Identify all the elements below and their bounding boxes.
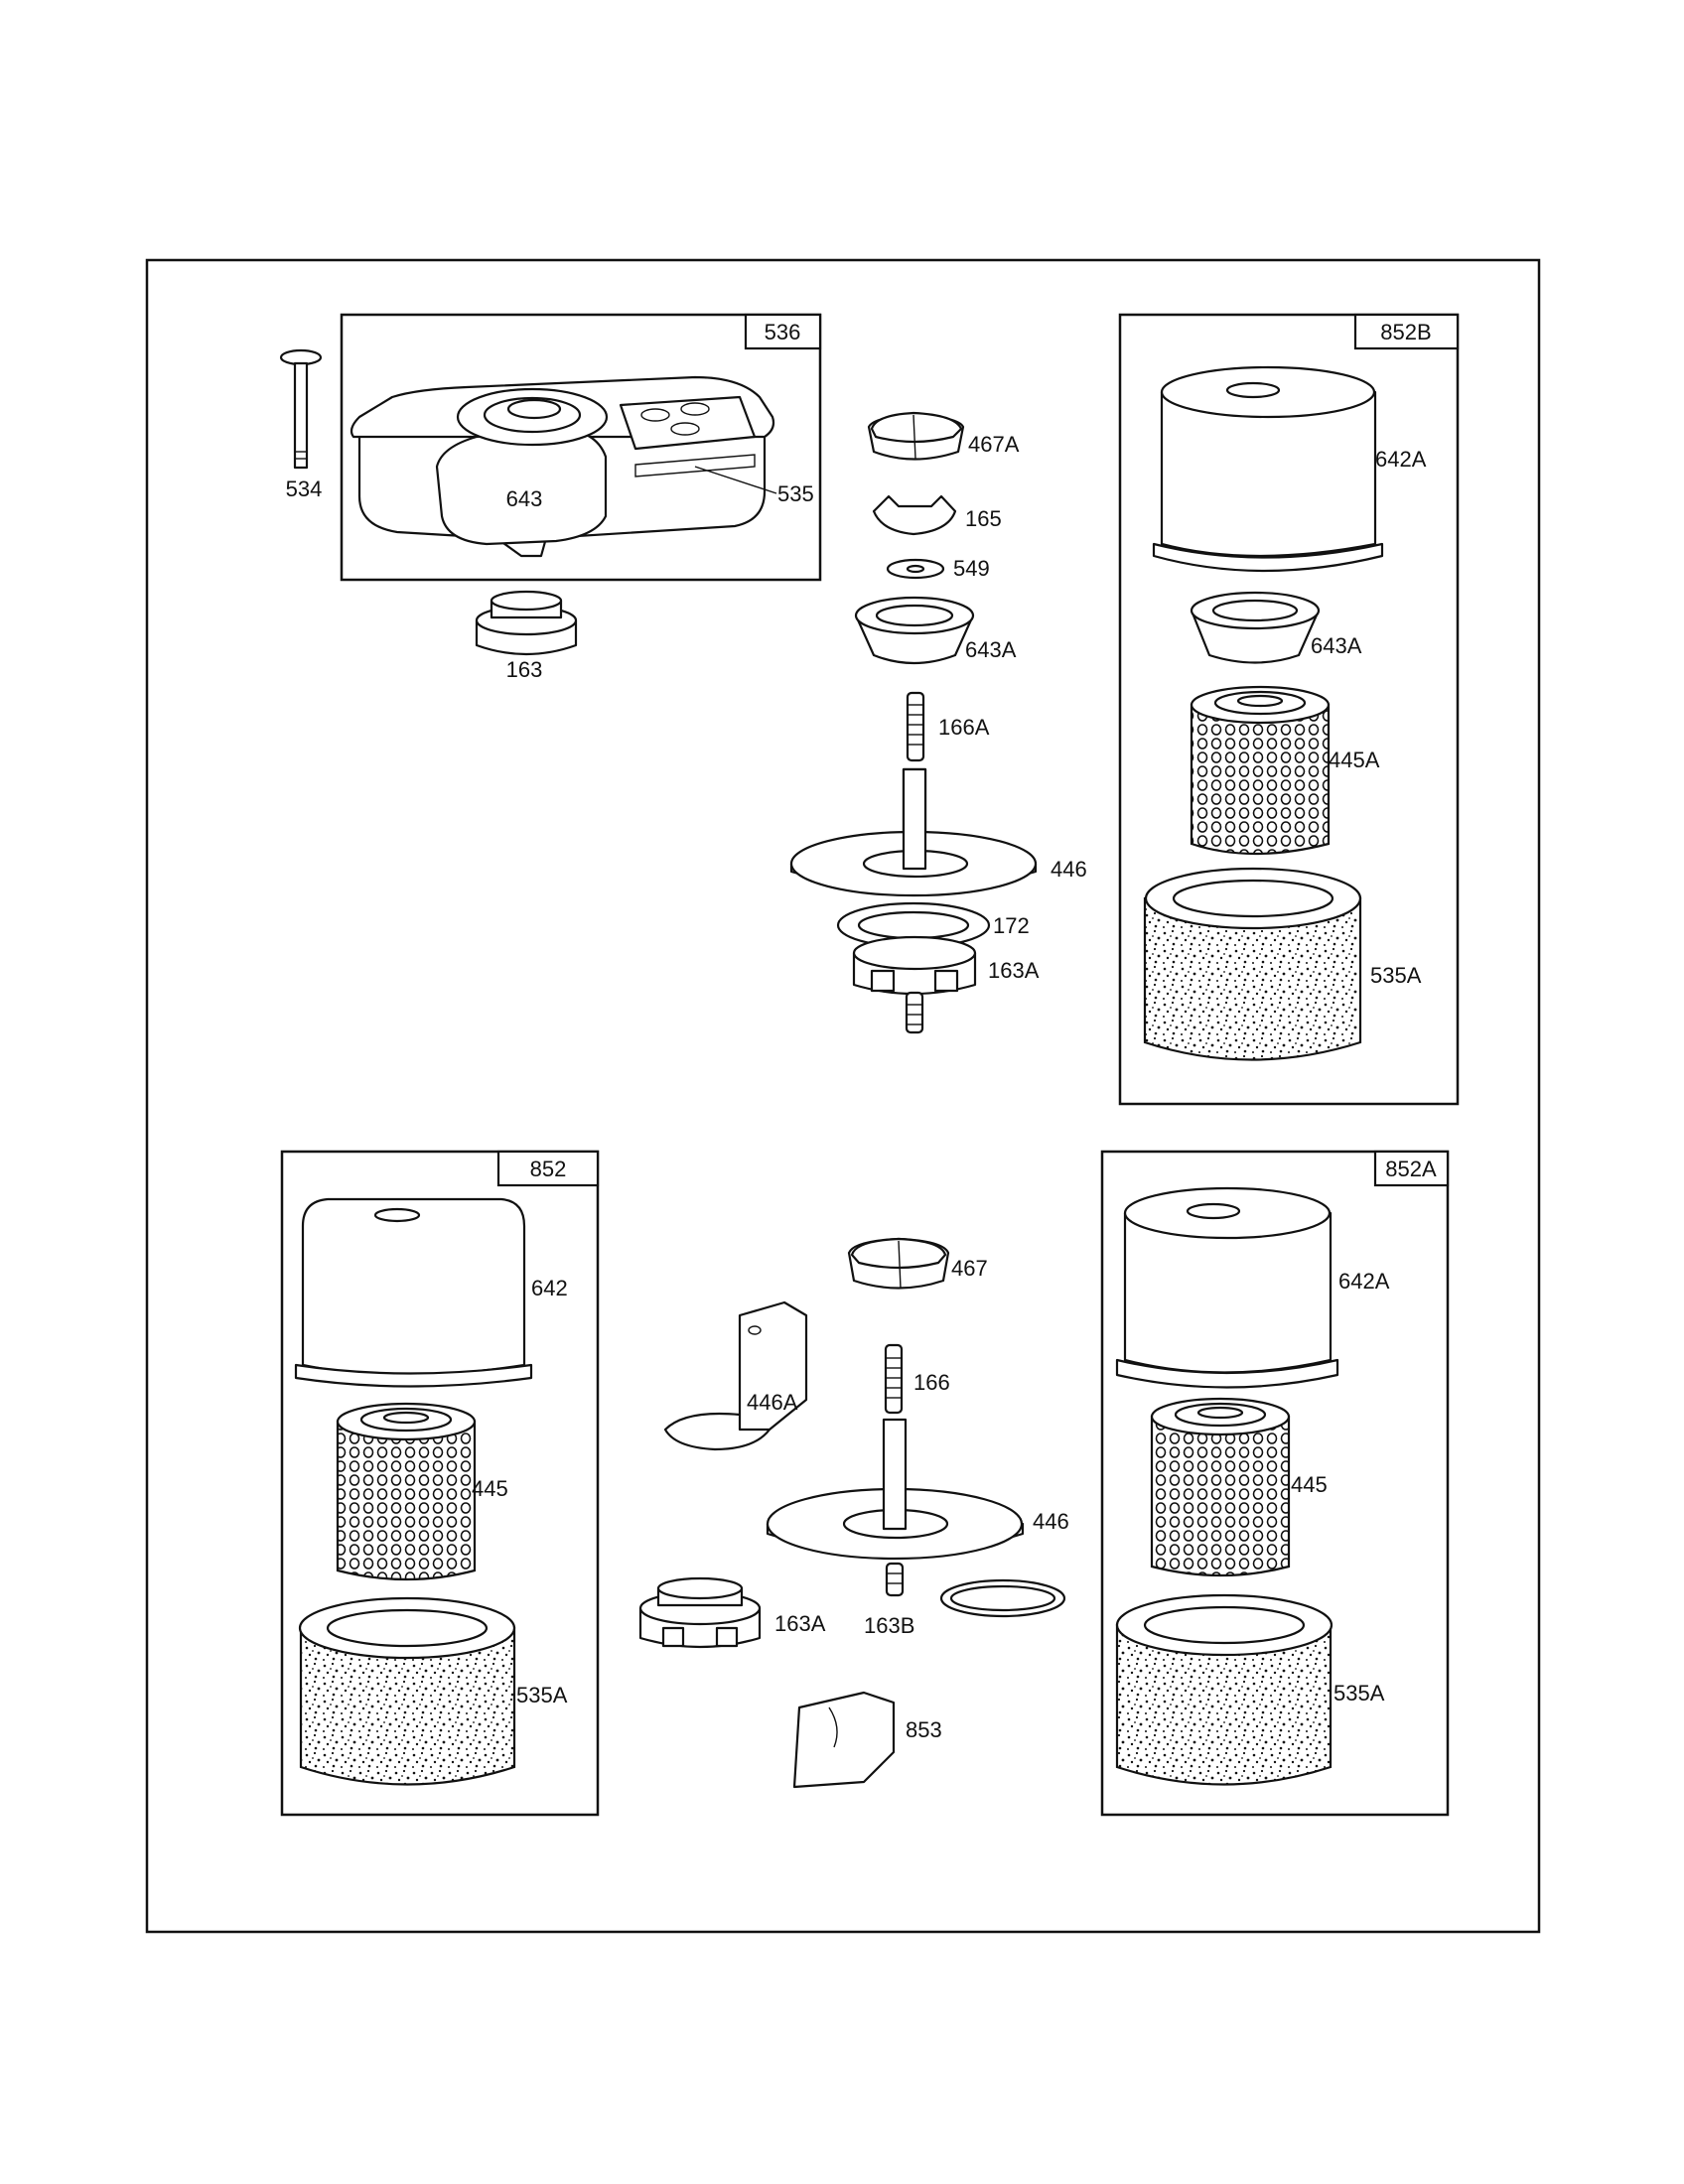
group-852: 852 642 445 535A xyxy=(280,1150,600,1817)
group-tag-852 xyxy=(496,1150,600,1187)
label-535A-852B: 535A xyxy=(1370,963,1422,988)
label-163B: 163B xyxy=(864,1613,914,1638)
label-165: 165 xyxy=(965,506,1002,531)
center-top-stack: 467A 165 549 643A 166A 446 172 xyxy=(789,411,1087,1034)
label-549: 549 xyxy=(953,556,990,581)
group-box-852A xyxy=(1100,1150,1450,1817)
label-643: 643 xyxy=(506,486,543,511)
label-642A-852A: 642A xyxy=(1338,1269,1390,1294)
housing-part xyxy=(350,375,775,558)
label-163A-bottom: 163A xyxy=(774,1611,826,1636)
label-467A: 467A xyxy=(968,432,1020,457)
label-643A-center: 643A xyxy=(965,637,1017,662)
label-166: 166 xyxy=(913,1370,950,1395)
label-163: 163 xyxy=(506,657,543,682)
group-tag-852B xyxy=(1353,313,1460,350)
label-642A-852B: 642A xyxy=(1375,447,1427,472)
label-445-852A: 445 xyxy=(1291,1472,1328,1497)
center-bottom-stack: 467 446A 166 446 163A 163B xyxy=(638,1237,1069,1789)
group-box-852B xyxy=(1118,313,1460,1106)
label-534: 534 xyxy=(286,477,323,501)
label-535A-852A: 535A xyxy=(1333,1681,1385,1706)
label-535: 535 xyxy=(777,481,814,506)
label-446-center: 446 xyxy=(1051,857,1087,882)
label-172: 172 xyxy=(993,913,1030,938)
label-163A-center: 163A xyxy=(988,958,1040,983)
label-535A-852: 535A xyxy=(516,1683,568,1707)
group-box-852 xyxy=(280,1150,600,1817)
group-852B: 852B 642A 643A 445A 535A xyxy=(1118,313,1460,1106)
spacer-163: 163 xyxy=(475,590,578,682)
group-box-536 xyxy=(340,313,822,582)
label-446-bottom: 446 xyxy=(1033,1509,1069,1534)
label-445-852: 445 xyxy=(472,1476,508,1501)
label-642: 642 xyxy=(531,1276,568,1300)
label-166A: 166A xyxy=(938,715,990,740)
label-643A-852B: 643A xyxy=(1311,633,1362,658)
group-label-852: 852 xyxy=(530,1157,567,1181)
label-445A: 445A xyxy=(1329,748,1380,772)
outer-frame xyxy=(145,258,1541,1934)
group-label-852B: 852B xyxy=(1380,320,1431,344)
group-852A: 852A 642A 445 535A xyxy=(1100,1150,1450,1817)
group-536: 536 643 535 xyxy=(340,313,822,582)
group-tag-536 xyxy=(744,313,822,350)
group-label-536: 536 xyxy=(765,320,801,344)
label-467: 467 xyxy=(951,1256,988,1281)
label-853: 853 xyxy=(906,1717,942,1742)
label-446A: 446A xyxy=(747,1390,798,1415)
group-label-852A: 852A xyxy=(1385,1157,1437,1181)
group-tag-852A xyxy=(1373,1150,1450,1187)
bolt-534: 534 xyxy=(279,348,323,501)
